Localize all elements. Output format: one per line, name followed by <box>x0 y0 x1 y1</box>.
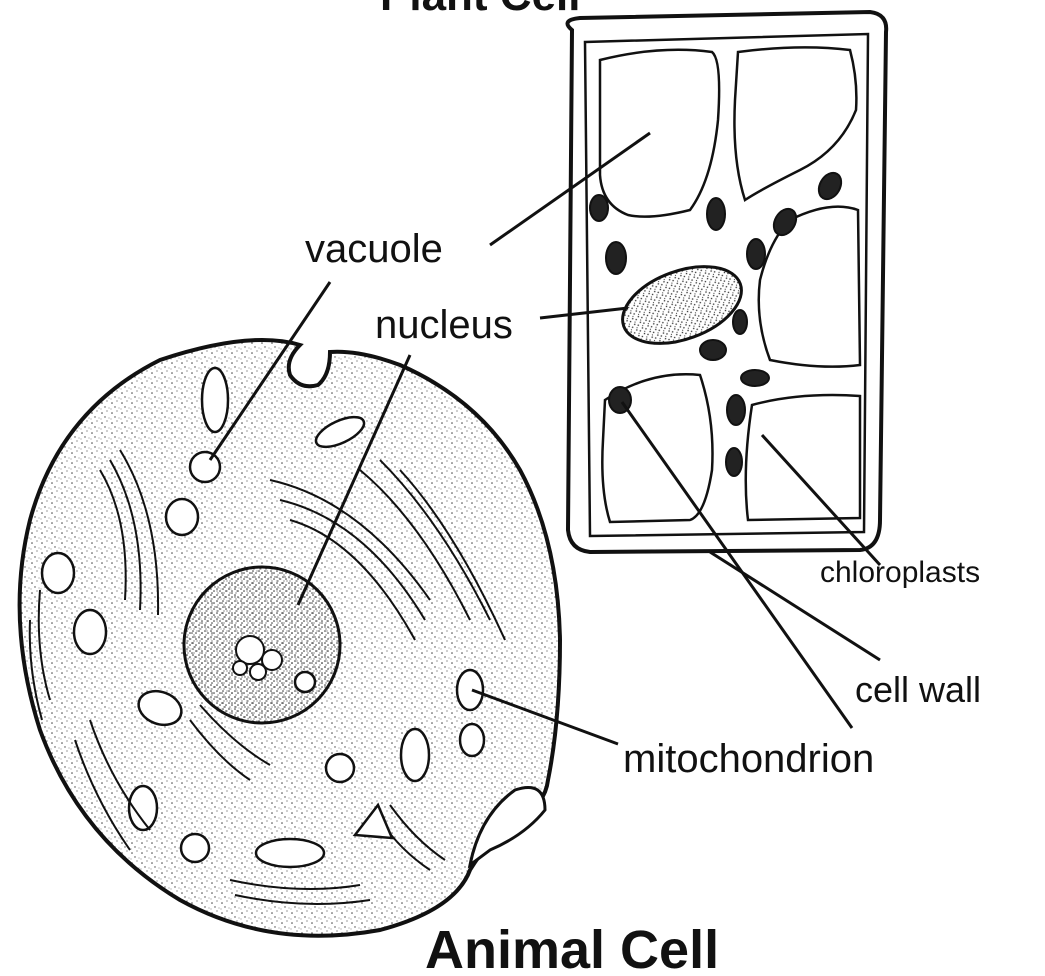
label-vacuole: vacuole <box>305 227 443 271</box>
chloroplast <box>700 340 726 360</box>
label-mitochondrion: mitochondrion <box>623 737 874 781</box>
plant-cell <box>568 12 887 552</box>
plant-vacuole-top-left <box>600 50 719 217</box>
chloroplast <box>741 370 769 386</box>
mitochondrion-shape <box>74 610 106 654</box>
mitochondrion-shape <box>457 670 483 710</box>
chloroplast <box>726 448 742 476</box>
animal-vacuole <box>181 834 209 862</box>
mitochondrion-shape <box>460 724 484 756</box>
chloroplast <box>733 310 747 334</box>
header-partial-text: Plant Cell <box>380 0 581 20</box>
label-cell-wall: cell wall <box>855 669 981 710</box>
diagram-title: Animal Cell <box>425 920 719 976</box>
animal-vacuole <box>190 452 220 482</box>
animal-vacuole <box>326 754 354 782</box>
mitochondrion-shape <box>166 499 198 535</box>
label-chloroplasts: chloroplasts <box>820 556 980 589</box>
chloroplast <box>814 169 845 203</box>
mitochondrion-shape <box>401 729 429 781</box>
mitochondrion-shape <box>42 553 74 593</box>
chloroplast <box>590 195 608 221</box>
chloroplast <box>707 198 725 230</box>
mitochondrion-shape <box>256 839 324 867</box>
chloroplast <box>727 395 745 425</box>
leader-nucleus-plant <box>540 308 628 318</box>
chloroplast <box>747 239 765 269</box>
mitochondrion-shape <box>202 368 228 432</box>
label-nucleus: nucleus <box>375 303 513 347</box>
animal-cell <box>20 340 560 936</box>
plant-nucleus <box>612 252 752 358</box>
plant-vacuole-bottom-right <box>746 395 860 520</box>
chloroplast <box>606 242 626 274</box>
animal-vacuole <box>295 672 315 692</box>
